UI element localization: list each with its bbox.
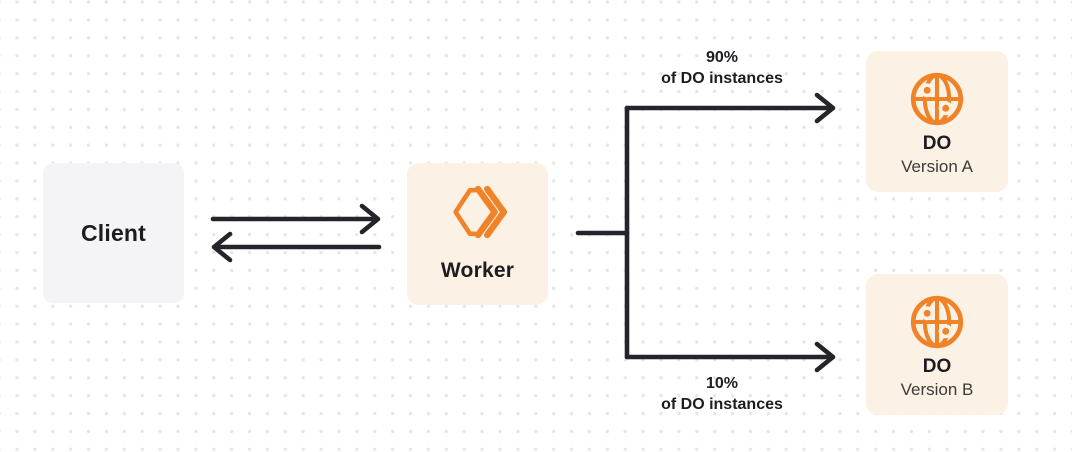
worker-label: Worker bbox=[440, 259, 515, 282]
split-caption: of DO instances bbox=[661, 70, 783, 87]
do-a-subtitle: Version A bbox=[901, 157, 973, 176]
arrow-to-do-b-head bbox=[814, 341, 836, 373]
split-label-90-percent: 90% of DO instances bbox=[602, 47, 842, 89]
arrow-worker-to-client-head bbox=[211, 231, 233, 263]
do-version-b-node: DO Version B bbox=[866, 274, 1008, 415]
arrow-to-do-a-head bbox=[814, 92, 836, 124]
client-label: Client bbox=[80, 219, 147, 246]
workers-logo-icon bbox=[449, 185, 507, 239]
do-a-title: DO bbox=[922, 133, 952, 154]
client-node: Client bbox=[43, 163, 184, 303]
durable-object-globe-icon bbox=[908, 293, 966, 351]
worker-node: Worker bbox=[407, 163, 548, 305]
split-percent: 10% bbox=[705, 375, 739, 392]
do-version-a-node: DO Version A bbox=[866, 51, 1008, 192]
split-label-10-percent: 10% of DO instances bbox=[602, 373, 842, 415]
split-caption: of DO instances bbox=[661, 396, 783, 413]
durable-object-globe-icon bbox=[908, 70, 966, 128]
do-b-subtitle: Version B bbox=[900, 380, 974, 399]
arrow-client-to-worker-head bbox=[359, 203, 381, 235]
do-b-title: DO bbox=[922, 356, 952, 377]
split-percent: 90% bbox=[705, 49, 739, 66]
